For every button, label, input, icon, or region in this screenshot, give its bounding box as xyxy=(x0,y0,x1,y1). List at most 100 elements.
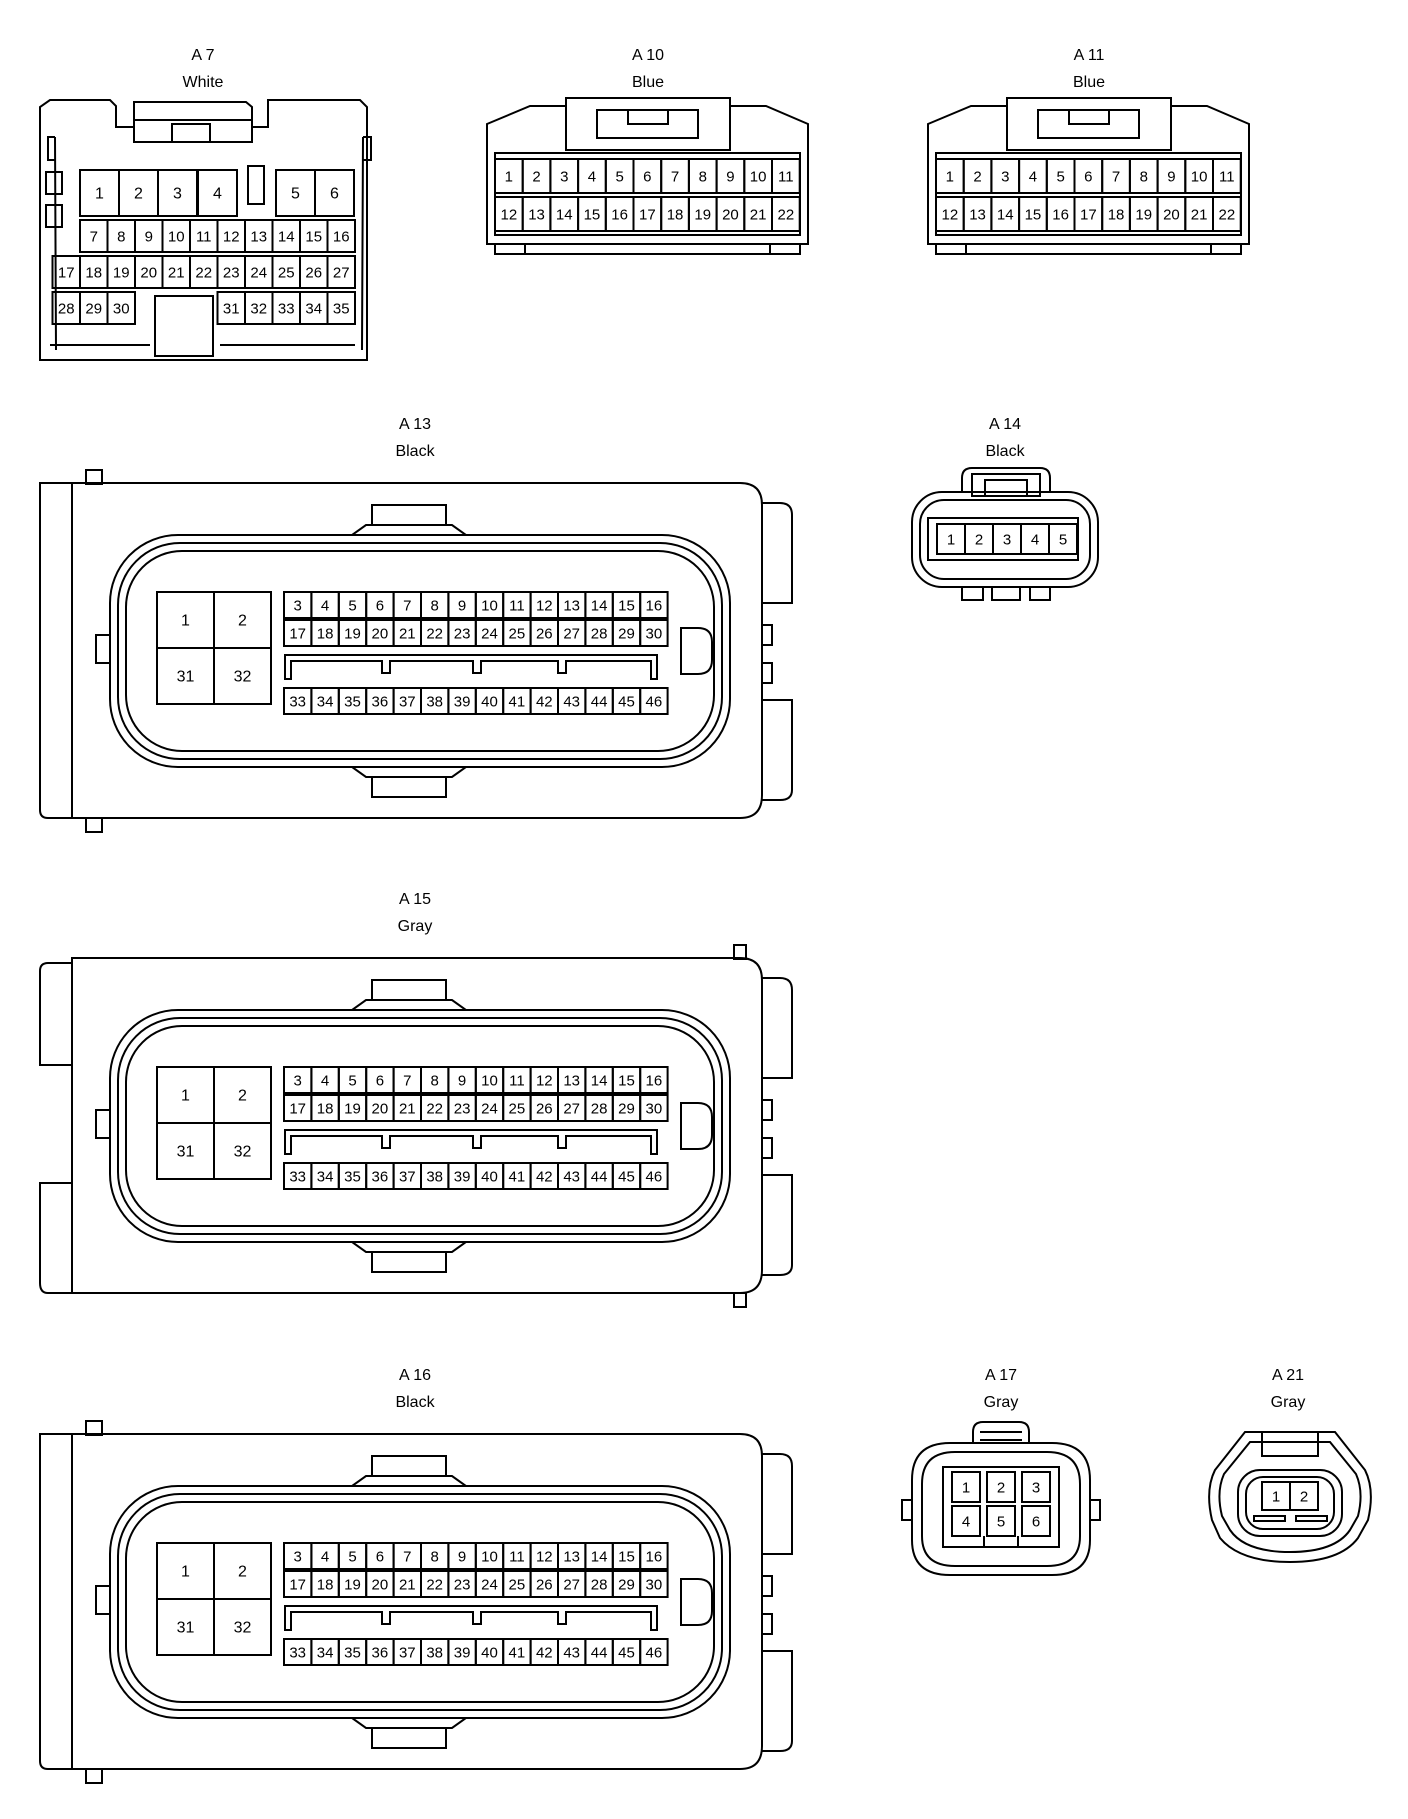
a13-pin-cell xyxy=(639,687,669,715)
a15-pin: 36 xyxy=(365,1162,395,1190)
a7-pin-cell xyxy=(326,291,356,325)
a15-pin-number: 9 xyxy=(458,1073,466,1090)
a15-color-label: Gray xyxy=(398,918,433,935)
a17-pin-cell xyxy=(986,1471,1016,1503)
a11-pin-number: 3 xyxy=(1001,169,1009,186)
a10-pin: 2 xyxy=(521,158,552,194)
a16-pin: 17 xyxy=(283,1570,313,1598)
a16-pin-number: 33 xyxy=(289,1645,306,1662)
a13-pin: 16 xyxy=(639,591,669,619)
a11-pin-number: 19 xyxy=(1135,207,1152,224)
a16-big-pin: 1 xyxy=(156,1542,215,1600)
a11-pin: 5 xyxy=(1045,158,1076,194)
a13-pin-number: 41 xyxy=(509,694,526,711)
a11-pin: 6 xyxy=(1073,158,1104,194)
a7-pin-number: 8 xyxy=(117,229,125,246)
a7-pin: 18 xyxy=(79,255,109,289)
a13-pin-number: 18 xyxy=(317,626,334,643)
a13-pin: 11 xyxy=(502,591,532,619)
a7-pin-number: 10 xyxy=(168,229,185,246)
a15-pin-number: 39 xyxy=(454,1169,471,1186)
a7-pin-number: 11 xyxy=(196,229,212,246)
a16-pin: 27 xyxy=(557,1570,587,1598)
a15-pin: 20 xyxy=(365,1094,395,1122)
a7-pin: 31 xyxy=(216,291,246,325)
a11-pin: 4 xyxy=(1018,158,1048,194)
a17-pin-number: 5 xyxy=(997,1514,1005,1531)
a10-pin: 6 xyxy=(632,158,663,194)
a7-pin-number: 20 xyxy=(140,265,157,282)
a15-pin: 8 xyxy=(420,1066,450,1094)
a14-pin-number: 1 xyxy=(947,532,955,549)
a7-pin: 9 xyxy=(134,219,164,253)
a13-pin: 19 xyxy=(337,619,368,647)
a16-pin: 23 xyxy=(447,1570,477,1598)
a7-pin-number: 22 xyxy=(195,265,212,282)
a15-big-pin: 31 xyxy=(156,1122,215,1180)
a16-big-pin-number: 31 xyxy=(177,1620,195,1637)
a15-pin: 23 xyxy=(447,1094,477,1122)
a15-pin-number: 5 xyxy=(348,1073,356,1090)
a7-pin: 2 xyxy=(118,169,159,217)
a16-pin-number: 6 xyxy=(376,1549,384,1566)
a16-pin-number: 7 xyxy=(403,1549,411,1566)
a14-pin: 4 xyxy=(1020,523,1050,555)
a15-pin-number: 3 xyxy=(294,1073,302,1090)
a13-pin: 39 xyxy=(447,687,477,715)
a7-pin-number: 5 xyxy=(291,186,300,203)
a17-pin: 1 xyxy=(951,1471,981,1503)
a15-pin: 7 xyxy=(392,1066,423,1094)
a15-pin: 17 xyxy=(283,1094,313,1122)
a10-pin-cell xyxy=(771,158,801,194)
a15-pin: 4 xyxy=(310,1066,340,1094)
a13-pin: 30 xyxy=(639,619,669,647)
a17-pin-number: 2 xyxy=(997,1480,1005,1497)
a11-pin-number: 5 xyxy=(1056,169,1064,186)
a16-pin: 7 xyxy=(392,1542,423,1570)
a16-pin-number: 18 xyxy=(317,1577,334,1594)
a11-pin: 20 xyxy=(1156,196,1187,232)
a10-pin-number: 12 xyxy=(501,207,518,224)
a15-pin: 12 xyxy=(529,1066,559,1094)
a7-pin: 33 xyxy=(271,291,301,325)
a13-pin-number: 44 xyxy=(591,694,608,711)
a7-pin: 29 xyxy=(79,291,109,325)
a17-pin-cell xyxy=(986,1505,1016,1537)
a7-pin-number: 7 xyxy=(90,229,98,246)
a15-pin-number: 16 xyxy=(646,1073,663,1090)
a16-pin-number: 38 xyxy=(426,1645,443,1662)
a7-pin-number: 23 xyxy=(223,265,240,282)
a15-big-pin-number: 1 xyxy=(181,1088,190,1105)
a14-pin: 3 xyxy=(992,523,1022,555)
a15-pin: 29 xyxy=(611,1094,642,1122)
a10-pin: 22 xyxy=(771,196,801,232)
a7-pin: 32 xyxy=(244,291,274,325)
a13-pin: 46 xyxy=(639,687,669,715)
a13-pin-number: 20 xyxy=(372,626,389,643)
a16-pin-number: 28 xyxy=(591,1577,608,1594)
a11-pin-number: 21 xyxy=(1191,207,1208,224)
a13-pin: 13 xyxy=(557,591,587,619)
a16-pin-number: 29 xyxy=(618,1577,635,1594)
a7-pin-number: 26 xyxy=(305,265,322,282)
a21-pin: 1 xyxy=(1261,1481,1291,1511)
a15-pin-number: 33 xyxy=(289,1169,306,1186)
a11-pin-number: 20 xyxy=(1163,207,1180,224)
a7-pin: 26 xyxy=(299,255,329,289)
a17-pin-number: 1 xyxy=(962,1480,970,1497)
a15-pin: 43 xyxy=(557,1162,587,1190)
a15-big-pin-number: 32 xyxy=(234,1144,252,1161)
a13-pin: 44 xyxy=(584,687,614,715)
a16-id-label: A 16 xyxy=(399,1367,431,1384)
a10-pin: 9 xyxy=(715,158,746,194)
a13-pin: 42 xyxy=(529,687,559,715)
a15-pin-number: 38 xyxy=(426,1169,443,1186)
a7-pin: 4 xyxy=(197,169,238,217)
a10-pin-number: 21 xyxy=(750,207,767,224)
a15-pin: 45 xyxy=(611,1162,642,1190)
a16-pin-number: 3 xyxy=(294,1549,302,1566)
a10-pin-cell xyxy=(771,196,801,232)
